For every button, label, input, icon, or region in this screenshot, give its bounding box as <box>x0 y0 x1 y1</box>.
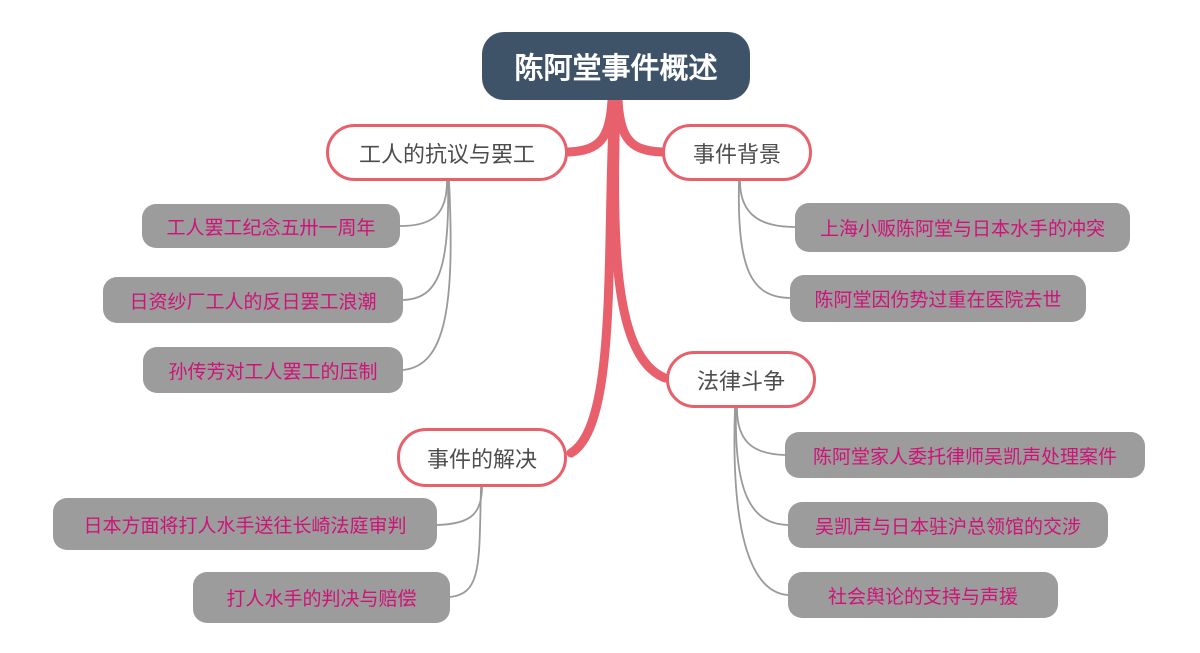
connector-root-to-resolution <box>566 95 619 458</box>
connector-legal-struggle-child-1 <box>734 407 789 526</box>
leaf-node[interactable]: 社会舆论的支持与声援 <box>788 572 1058 618</box>
connector-background-child-0 <box>739 180 796 228</box>
connector-root-to-background <box>613 95 667 157</box>
connector-root-to-legal-struggle <box>610 95 670 383</box>
leaf-node[interactable]: 陈阿堂因伤势过重在医院去世 <box>790 275 1086 322</box>
leaf-node[interactable]: 上海小贩陈阿堂与日本水手的冲突 <box>795 203 1130 252</box>
connector-resolution-child-1 <box>449 486 482 598</box>
leaf-node[interactable]: 孙传芳对工人罢工的压制 <box>143 347 403 393</box>
connector-background-child-1 <box>737 180 791 299</box>
connector-resolution-child-0 <box>436 486 483 526</box>
branch-node-background[interactable]: 事件背景 <box>662 124 812 181</box>
connector-workers-protest-child-0 <box>399 180 448 227</box>
leaf-node[interactable]: 吴凯声与日本驻沪总领馆的交涉 <box>788 502 1108 548</box>
leaf-node[interactable]: 日本方面将打人水手送往长崎法庭审判 <box>53 498 437 550</box>
branch-node-legal-struggle[interactable]: 法律斗争 <box>666 351 816 408</box>
connector-workers-protest-child-1 <box>402 180 450 301</box>
connector-legal-struggle-child-2 <box>733 407 789 596</box>
branch-node-resolution[interactable]: 事件的解决 <box>397 428 567 487</box>
leaf-node[interactable]: 打人水手的判决与赔偿 <box>193 572 450 623</box>
connector-legal-struggle-child-0 <box>736 407 786 456</box>
root-node[interactable]: 陈阿堂事件概述 <box>482 32 750 100</box>
connector-workers-protest-child-2 <box>402 180 452 371</box>
leaf-node[interactable]: 工人罢工纪念五卅一周年 <box>142 204 400 248</box>
leaf-node[interactable]: 陈阿堂家人委托律师吴凯声处理案件 <box>785 432 1145 478</box>
leaf-node[interactable]: 日资纱厂工人的反日罢工浪潮 <box>103 277 403 323</box>
branch-node-workers-protest[interactable]: 工人的抗议与罢工 <box>326 124 568 181</box>
connector-root-to-workers-protest <box>563 95 617 157</box>
